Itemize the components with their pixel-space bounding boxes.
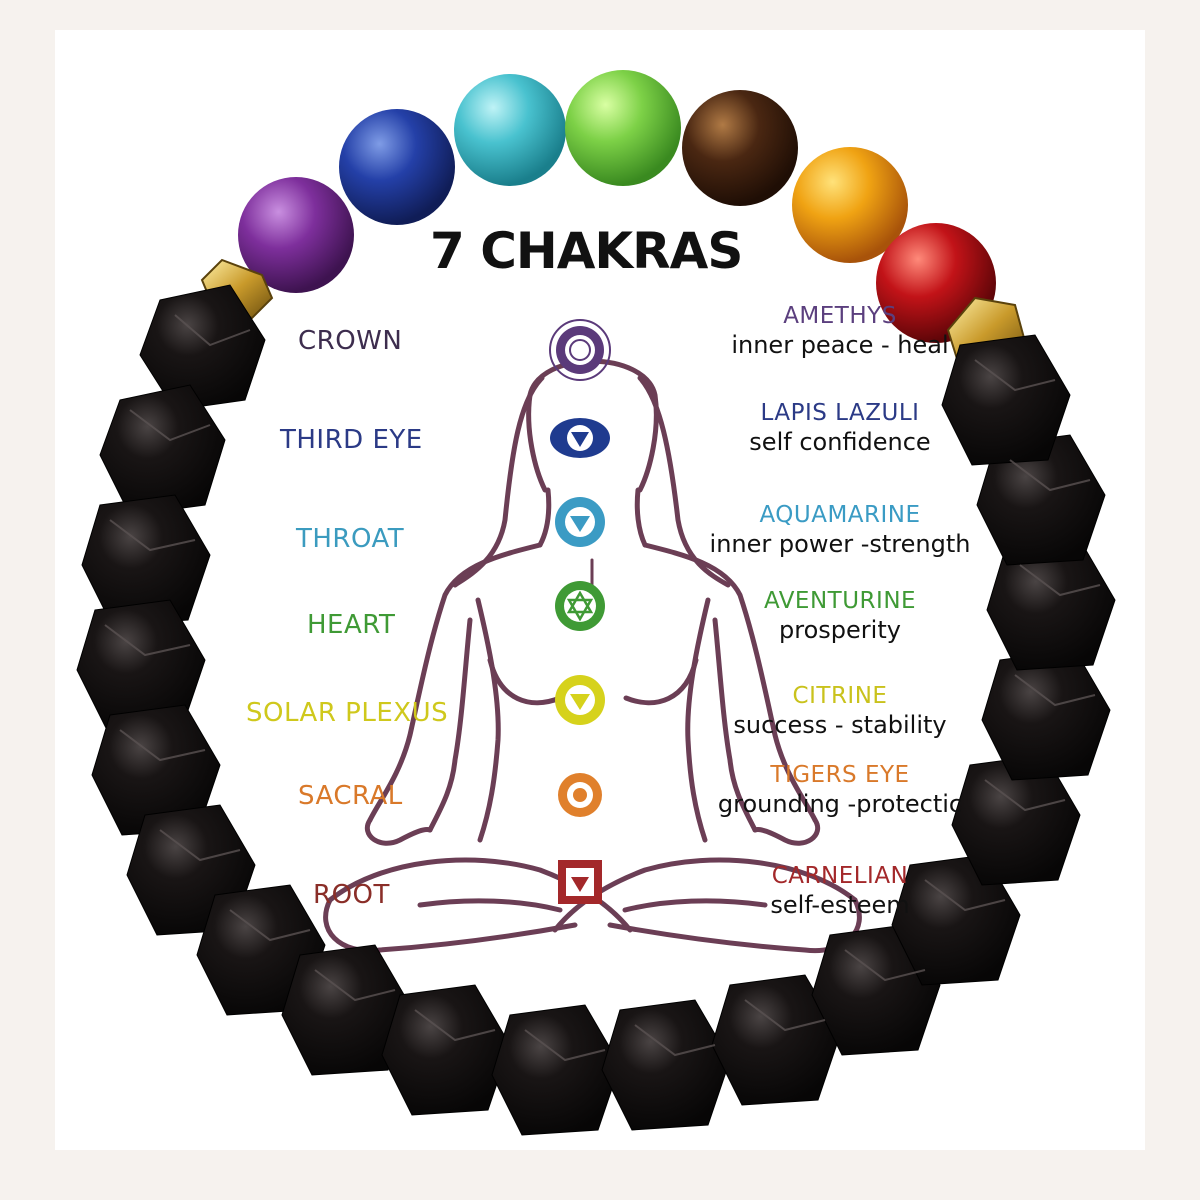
third-eye-chakra-icon <box>550 418 610 458</box>
stone-name: AQUAMARINE <box>759 502 921 528</box>
onyx-bead <box>99 384 226 516</box>
lapis-lazuli-bead <box>339 109 455 225</box>
onyx-bead <box>941 334 1071 466</box>
throat-chakra-icon <box>555 497 605 547</box>
solar-plexus-chakra-icon <box>555 675 605 725</box>
turquoise-bead <box>454 74 566 186</box>
onyx-bead <box>281 944 411 1076</box>
root-chakra-icon <box>558 860 602 904</box>
stone-meaning: prosperity <box>779 616 901 644</box>
heart-chakra-icon <box>555 581 605 631</box>
stone-name: AMETHYS <box>783 303 897 329</box>
onyx-bead <box>139 284 266 411</box>
stone-name: CARNELIAN <box>771 863 909 889</box>
citrine-bead <box>792 147 908 263</box>
chakra-label-sacral: SACRAL <box>298 781 403 811</box>
page-title: 7 CHAKRAS <box>430 222 743 280</box>
stone-meaning: inner peace - heal <box>731 331 949 359</box>
amethyst-bead <box>238 177 354 293</box>
stone-name: LAPIS LAZULI <box>760 400 920 426</box>
stone-name: CITRINE <box>792 683 888 709</box>
stone-meaning: self confidence <box>749 428 931 456</box>
onyx-bead <box>491 1004 621 1136</box>
stone-meaning: self-esteem <box>770 891 910 919</box>
chakra-label-heart: HEART <box>307 610 396 640</box>
onyx-bead <box>81 494 211 626</box>
body-outline <box>323 358 862 954</box>
chakra-label-solar-plexus: SOLAR PLEXUS <box>246 698 449 728</box>
tigers-eye-bead <box>682 90 798 206</box>
onyx-beads <box>76 284 1116 1136</box>
crown-chakra-icon <box>549 319 611 381</box>
onyx-bead <box>976 434 1106 566</box>
stone-meaning: success - stability <box>733 711 947 739</box>
onyx-bead <box>601 999 731 1131</box>
stone-meaning: inner power -strength <box>709 530 971 558</box>
chakra-label-third-eye: THIRD EYE <box>280 425 423 455</box>
stone-name: AVENTURINE <box>763 588 917 614</box>
chakra-label-crown: CROWN <box>298 326 403 356</box>
chakra-label-throat: THROAT <box>296 524 405 554</box>
sacral-chakra-icon <box>558 773 602 817</box>
aventurine-bead <box>565 70 681 186</box>
onyx-facet-highlights <box>104 314 1101 1062</box>
onyx-bead <box>381 984 511 1116</box>
chakra-label-root: ROOT <box>313 880 390 910</box>
stone-meaning: grounding -protectic <box>717 790 963 818</box>
stone-name: TIGERS EYE <box>770 762 910 788</box>
